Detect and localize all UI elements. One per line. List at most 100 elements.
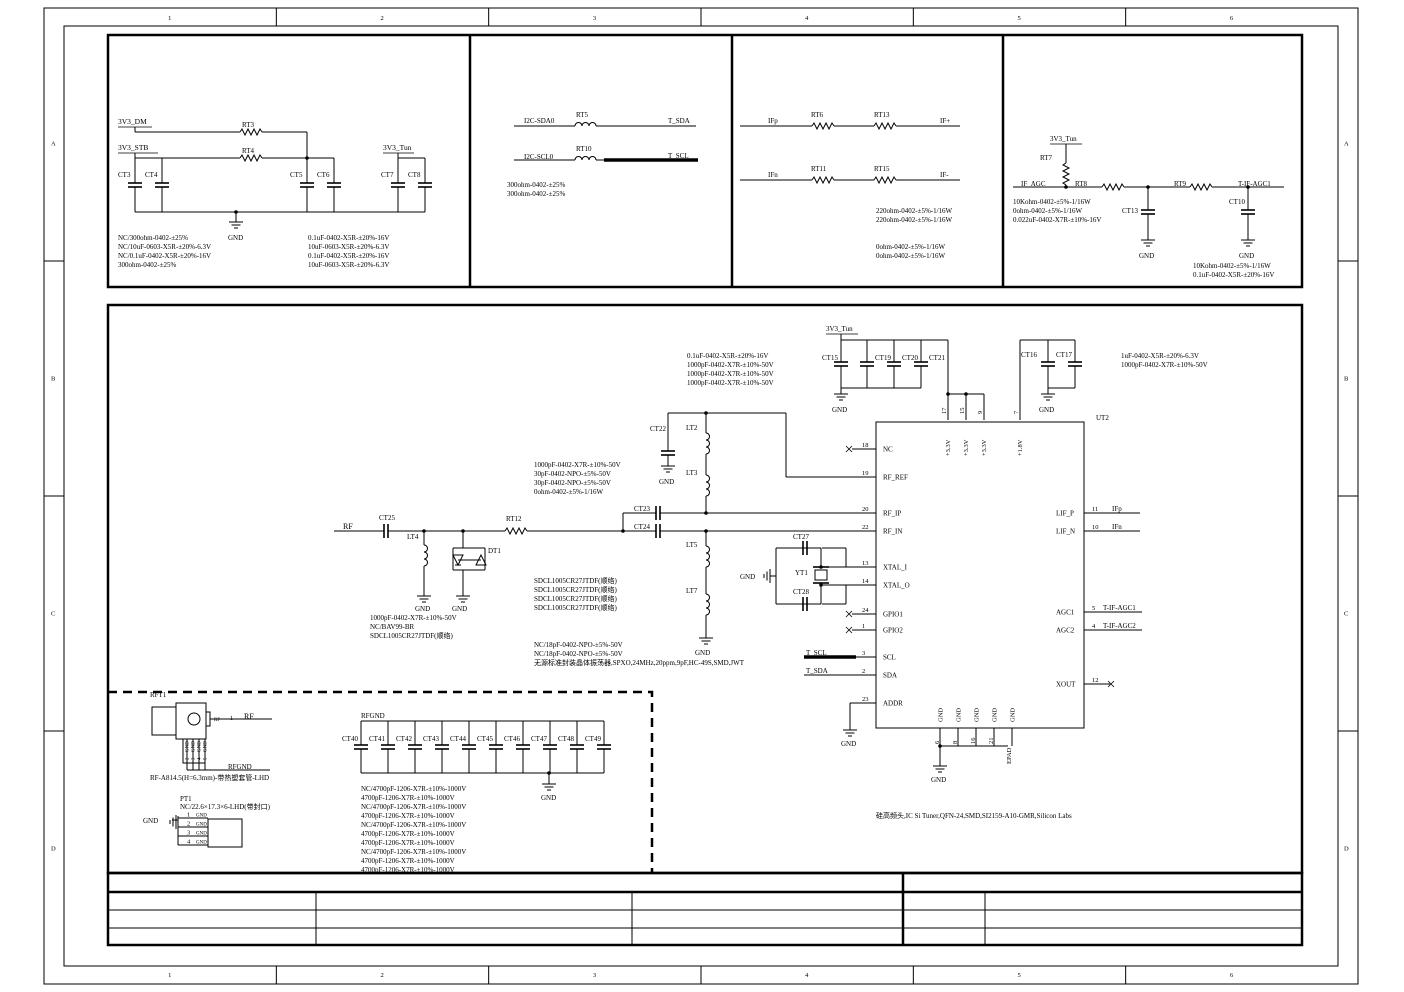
ut2-pin-num: 22 <box>862 524 869 531</box>
ref-dt1: DT1 <box>488 547 501 555</box>
col-marker-bottom-5: 5 <box>1018 972 1021 979</box>
rft1-value: RF-A814.5(H=6.3mm)-带热塑套管-LHD <box>150 773 269 782</box>
cap-ct16: CT16 <box>1021 340 1055 388</box>
power-value-right-2: 0.1uF-0402-X5R-±20%-16V <box>308 252 389 260</box>
ut2-pin-num: 5 <box>1092 605 1095 612</box>
net-label-agc1-main: T-IF-AGC1 <box>1103 604 1136 612</box>
title-block <box>106 871 1304 947</box>
ut2-pin-name: GND <box>938 708 945 722</box>
rf-value-bottom-2: SDCL1005CR27JTDF(顺络) <box>370 631 454 640</box>
ut2-pin-name: RF_IN <box>883 528 902 536</box>
supply-value-0: 0.1uF-0402-X5R-±20%-16V <box>687 352 768 360</box>
agc-value-b-0: 10Kohm-0402-±5%-1/16W <box>1193 262 1271 270</box>
cap-ct45: CT45 <box>477 721 503 773</box>
ut2-pin-name: +3.3V <box>963 439 970 456</box>
rf-connector-body <box>151 706 177 736</box>
ut2-pin-top-7: 7+1.8V <box>1013 410 1024 456</box>
row-marker-left-D: D <box>51 846 56 853</box>
connector-pin-label-rf: RF <box>214 718 220 723</box>
cap-ct17-ref: CT17 <box>1056 351 1072 359</box>
net-label-t-if-agc1: T-IF-AGC1 <box>1238 180 1271 188</box>
pt1-value: NC/22.6×17.3×6-LHD(带封口) <box>180 802 271 811</box>
ref-yt1: YT1 <box>795 569 808 577</box>
net-label-ifp-main: IFp <box>1112 505 1122 513</box>
cap-ct5-ref: CT5 <box>290 171 303 179</box>
i2c-value-1: 300ohm-0402-±25% <box>507 190 565 198</box>
ut2-pin-name: SCL <box>883 654 896 662</box>
ut2-pin-name: XTAL_I <box>883 564 908 572</box>
ut2-pin-name: +3.3V <box>981 439 988 456</box>
ut2-pin-name: GND <box>956 708 963 722</box>
gnd-label-crystal: GND <box>740 573 755 581</box>
cap-ct42-ref: CT42 <box>396 735 412 743</box>
crystal-circuit: YT1 CT27 CT28 GND NC/18pF-0402-NPO-±5%-5… <box>534 533 856 667</box>
rfgnd-cap-value-6: 4700pF-1206-X7R-±10%-1000V <box>361 839 455 847</box>
cap-ct46: CT46 <box>504 721 530 773</box>
net-label-if-plus: IF+ <box>940 117 950 125</box>
ut2-description: 硅高频头,IC Si Tuner,QFN-24,SMD,SI2159-A10-G… <box>876 811 1072 820</box>
ref-rt8: RT8 <box>1075 180 1088 188</box>
panel-borders <box>106 33 1304 875</box>
cap-ct7: CT7 <box>381 158 405 212</box>
cap-ct21-ref: CT21 <box>929 354 945 362</box>
row-marker-left-A: A <box>51 141 56 148</box>
cap-ct3: CT3 <box>118 158 142 212</box>
cap-ct47: CT47 <box>531 721 557 773</box>
cap-ct49-ref: CT49 <box>585 735 601 743</box>
net-label-ifp: IFp <box>768 117 778 125</box>
rfgnd-cap-value-7: NC/4700pF-1206-X7R-±10%-1000V <box>361 848 466 856</box>
col-marker-bottom-6: 6 <box>1230 972 1234 979</box>
rf-value-ind-0: SDCL1005CR27JTDF(顺络) <box>534 576 618 585</box>
ref-rt3: RT3 <box>242 121 255 129</box>
if-value-b-1: 0ohm-0402-±5%-1/16W <box>876 252 946 260</box>
rf-value-bottom-1: NC/BAV99-BR <box>370 623 415 631</box>
if-value-b-0: 0ohm-0402-±5%-1/16W <box>876 243 946 251</box>
cap-ct43-ref: CT43 <box>423 735 439 743</box>
gnd-label-ct10: GND <box>1239 252 1254 260</box>
cap-ct7-ref: CT7 <box>381 171 394 179</box>
row-marker-right-B: B <box>1344 376 1349 383</box>
epad-label: EPAD <box>1006 747 1013 764</box>
ut2-pin-num: 10 <box>1092 524 1099 531</box>
supply-value-2: 1000pF-0402-X7R-±10%-50V <box>687 370 774 378</box>
ut2-pin-num: 17 <box>941 407 948 414</box>
ut2-pin-name: GPIO2 <box>883 627 903 635</box>
if-output-panel: IFp RT6 RT13 IF+ IFn RT11 RT15 IF- 220oh… <box>740 111 960 260</box>
ref-rt13: RT13 <box>874 111 890 119</box>
row-marker-left-B: B <box>51 376 56 383</box>
ref-lt7: LT7 <box>686 587 698 595</box>
gnd-label-supply: GND <box>832 406 847 414</box>
shield-pin-label: GND <box>196 841 207 846</box>
ut2-pin-num: 13 <box>862 560 869 567</box>
ref-ct28: CT28 <box>793 588 809 596</box>
power-value-left-3: 300ohm-0402-±25% <box>118 261 176 269</box>
rf-value-ind-1: SDCL1005CR27JTDF(顺络) <box>534 585 618 594</box>
rf-value-ind-3: SDCL1005CR27JTDF(顺络) <box>534 603 618 612</box>
cap-ct46-ref: CT46 <box>504 735 520 743</box>
col-marker-bottom-1: 1 <box>168 972 171 979</box>
cap-ct48: CT48 <box>558 721 584 773</box>
ut2-pin-num: 21 <box>988 738 995 745</box>
agc-value-a-2: 0.022uF-0402-X7R-±10%-16V <box>1013 216 1101 224</box>
cap-ct42: CT42 <box>396 721 422 773</box>
net-label-3v3-tun-agc: 3V3_Tun <box>1050 135 1077 143</box>
gnd-label-addr: GND <box>841 740 856 748</box>
rf-value-bottom-0: 1000pF-0402-X7R-±10%-50V <box>370 614 457 622</box>
shield-pin-num: 1 <box>187 812 190 819</box>
net-label-t-sda-main: T_SDA <box>806 667 828 675</box>
ut2-pin-num: 14 <box>862 578 869 585</box>
cap-ct21: CT21 <box>914 340 945 388</box>
ut2-pin-num: 4 <box>1092 623 1096 630</box>
net-label-ifn-main: IFn <box>1112 523 1122 531</box>
gnd-label-ct22: GND <box>659 478 674 486</box>
rf-front-end: RF CT25 RT12 CT23 CT24 LT4 GND <box>334 411 856 657</box>
shield-pin-label: GND <box>196 823 207 828</box>
connector-side-label: GND <box>204 741 209 752</box>
rfgnd-cap-value-4: NC/4700pF-1206-X7R-±10%-1000V <box>361 821 466 829</box>
